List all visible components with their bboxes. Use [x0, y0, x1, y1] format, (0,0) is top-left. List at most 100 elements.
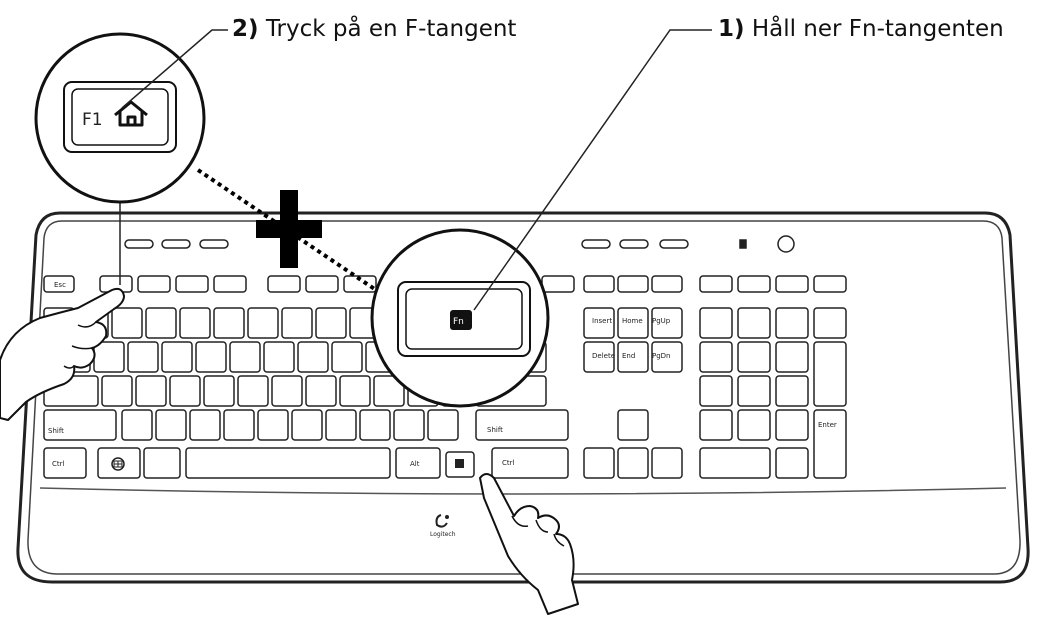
- key-letter[interactable]: [271, 375, 303, 407]
- key-alt-left[interactable]: [143, 447, 181, 479]
- f1-key-label: F1: [82, 110, 103, 130]
- key-numpad[interactable]: [699, 375, 733, 407]
- key-system-1[interactable]: [617, 275, 649, 293]
- key-numpad[interactable]: [775, 375, 809, 407]
- key-letter[interactable]: [161, 341, 193, 373]
- key-label-ctrl-left: Ctrl: [52, 460, 65, 468]
- key-letter[interactable]: [427, 409, 459, 441]
- key-win[interactable]: [97, 447, 141, 479]
- key-ctrl-right[interactable]: [491, 447, 569, 479]
- key-media-3[interactable]: [813, 275, 847, 293]
- key-numpad[interactable]: [775, 409, 809, 441]
- key-letter[interactable]: [203, 375, 235, 407]
- key-numpad[interactable]: [737, 409, 771, 441]
- key-label-home: Home: [622, 317, 643, 325]
- key-letter[interactable]: [373, 375, 405, 407]
- key-ctrl-left[interactable]: [43, 447, 87, 479]
- fn-key[interactable]: [445, 451, 475, 478]
- key-system-0[interactable]: [583, 275, 615, 293]
- key-numpad[interactable]: [775, 307, 809, 339]
- key-letter[interactable]: [189, 409, 221, 441]
- key-media-0[interactable]: [699, 275, 733, 293]
- key-letter[interactable]: [229, 341, 261, 373]
- key-numpad-0[interactable]: [699, 447, 771, 479]
- key-alt-right[interactable]: [395, 447, 441, 479]
- key-letter[interactable]: [93, 341, 125, 373]
- key-letter[interactable]: [121, 409, 153, 441]
- key-letter[interactable]: [291, 409, 323, 441]
- key-letter[interactable]: [359, 409, 391, 441]
- key-numpad[interactable]: [737, 341, 771, 373]
- key-f2[interactable]: [137, 275, 171, 293]
- key-letter[interactable]: [331, 341, 363, 373]
- callout-step-2-number: 2): [232, 16, 259, 42]
- key-numpad[interactable]: [699, 341, 733, 373]
- key-numpad-dot[interactable]: [775, 447, 809, 479]
- key-nav[interactable]: [617, 307, 649, 339]
- key-letter[interactable]: [155, 409, 187, 441]
- key-numpad[interactable]: [737, 375, 771, 407]
- key-number[interactable]: [281, 307, 313, 339]
- key-numpad[interactable]: [737, 307, 771, 339]
- key-esc[interactable]: [43, 275, 75, 293]
- key-number[interactable]: [179, 307, 211, 339]
- key-letter[interactable]: [195, 341, 227, 373]
- key-nav[interactable]: [583, 341, 615, 373]
- key-letter[interactable]: [101, 375, 133, 407]
- key-numpad-enter[interactable]: [813, 409, 847, 479]
- key-f4[interactable]: [213, 275, 247, 293]
- key-letter[interactable]: [297, 341, 329, 373]
- key-label-insert: Insert: [592, 317, 612, 325]
- key-numpad[interactable]: [699, 409, 733, 441]
- plus-icon: [256, 190, 322, 268]
- key-f6[interactable]: [305, 275, 339, 293]
- key-arrow[interactable]: [651, 447, 683, 479]
- key-letter[interactable]: [135, 375, 167, 407]
- key-letter[interactable]: [169, 375, 201, 407]
- key-number[interactable]: [247, 307, 279, 339]
- key-number[interactable]: [315, 307, 347, 339]
- key-nav[interactable]: [651, 307, 683, 339]
- key-f3[interactable]: [175, 275, 209, 293]
- key-letter[interactable]: [263, 341, 295, 373]
- key-letter[interactable]: [305, 375, 337, 407]
- key-number[interactable]: [213, 307, 245, 339]
- key-f12[interactable]: [541, 275, 575, 293]
- key-f5[interactable]: [267, 275, 301, 293]
- key-letter[interactable]: [257, 409, 289, 441]
- key-arrow-up[interactable]: [617, 409, 649, 441]
- key-system-2[interactable]: [651, 275, 683, 293]
- key-number[interactable]: [145, 307, 177, 339]
- key-numpad-plus[interactable]: [813, 341, 847, 407]
- key-arrow[interactable]: [617, 447, 649, 479]
- key-letter[interactable]: [325, 409, 357, 441]
- key-label-shift-right: Shift: [487, 426, 503, 434]
- key-label-shift-left: Shift: [48, 427, 64, 435]
- f1-zoom-circle: F1: [34, 32, 206, 204]
- key-f7[interactable]: [343, 275, 377, 293]
- key-letter[interactable]: [339, 375, 371, 407]
- pointing-hand-icon-fn: [479, 473, 579, 615]
- key-media-1[interactable]: [737, 275, 771, 293]
- key-space[interactable]: [185, 447, 391, 479]
- key-shift-right[interactable]: [475, 409, 569, 441]
- key-letter[interactable]: [127, 341, 159, 373]
- key-numpad[interactable]: [775, 341, 809, 373]
- key-shift-left[interactable]: [43, 409, 117, 441]
- key-nav[interactable]: [583, 307, 615, 339]
- key-letter[interactable]: [237, 375, 269, 407]
- key-numpad[interactable]: [699, 307, 733, 339]
- key-label-alt-right: Alt: [410, 460, 420, 468]
- key-nav[interactable]: [651, 341, 683, 373]
- key-nav[interactable]: [617, 341, 649, 373]
- callout-step-1: 1) Håll ner Fn-tangenten: [718, 16, 1004, 42]
- key-letter[interactable]: [393, 409, 425, 441]
- key-letter[interactable]: [223, 409, 255, 441]
- pointing-hand-icon: [0, 287, 125, 421]
- key-label-pgdn: PgDn: [652, 352, 671, 360]
- key-media-2[interactable]: [775, 275, 809, 293]
- key-number[interactable]: [111, 307, 143, 339]
- key-numpad[interactable]: [813, 307, 847, 339]
- key-arrow[interactable]: [583, 447, 615, 479]
